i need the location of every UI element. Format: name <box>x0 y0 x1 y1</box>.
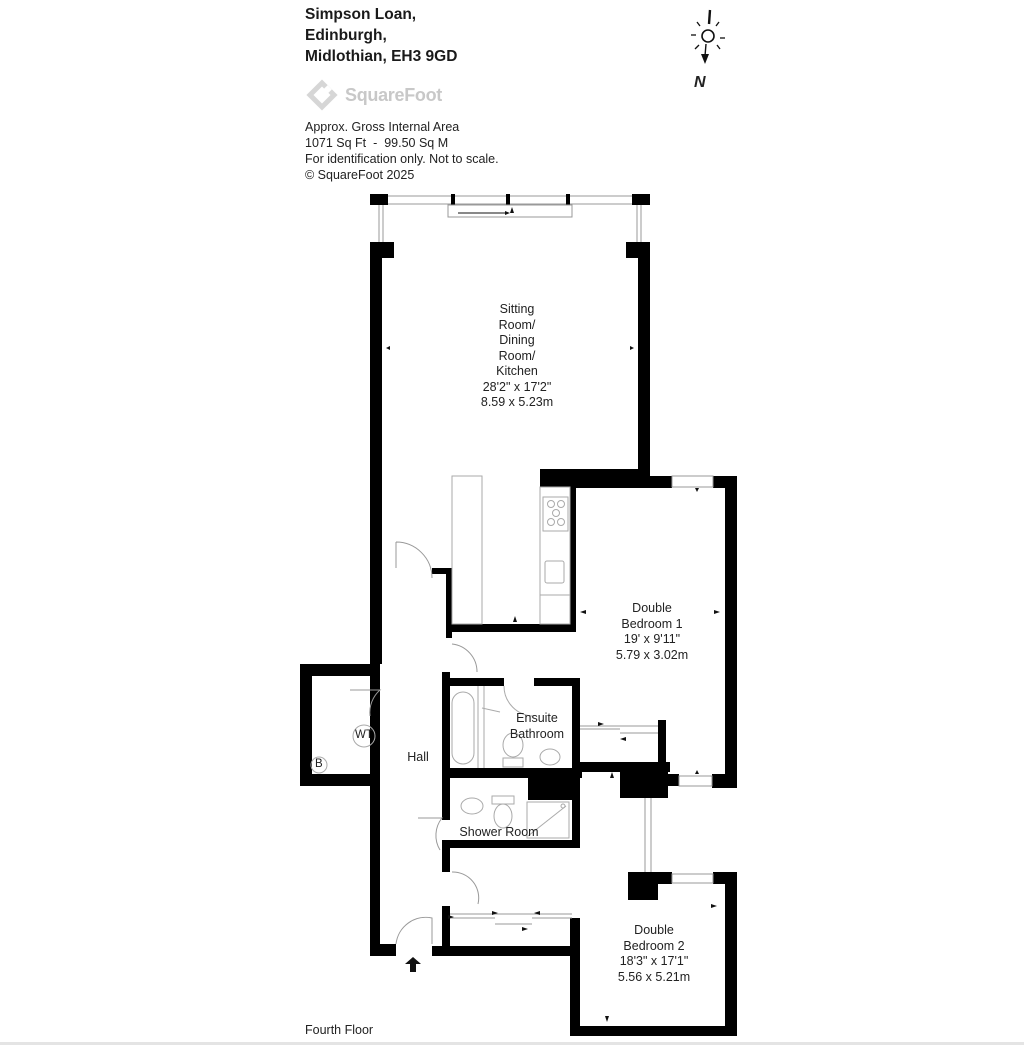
north-label: N <box>694 74 706 91</box>
top-windows <box>370 194 650 242</box>
shower-fixtures <box>460 795 570 839</box>
room-label-shower: Shower Room <box>459 825 539 839</box>
area-info: Approx. Gross Internal Area 1071 Sq Ft -… <box>305 119 499 183</box>
bottom-border <box>0 1042 1024 1045</box>
room-label-sitting: Sitting Room/ Dining Room/ Kitchen 28'2"… <box>480 302 554 409</box>
wardrobe-arrows <box>492 722 626 931</box>
walls <box>300 242 737 1036</box>
room-label-ensuite: Ensuite Bathroom <box>509 711 565 741</box>
address-line-3: Midlothian, EH3 9GD <box>305 48 458 65</box>
address-line-2: Edinburgh, <box>305 27 387 44</box>
kitchen-units <box>451 475 571 625</box>
windows <box>644 475 714 884</box>
water-tank-icon <box>352 724 376 748</box>
room-label-bedroom-2: Double Bedroom 2 18'3" x 17'1" 5.56 x 5.… <box>617 923 691 984</box>
brand-logo: SquareFoot <box>305 78 442 112</box>
address-line-1: Simpson Loan, <box>305 6 417 23</box>
entrance-arrow-icon <box>405 957 421 972</box>
area-title: Approx. Gross Internal Area <box>305 120 460 134</box>
address-block: Simpson Loan, Edinburgh, Midlothian, EH3… <box>305 4 457 67</box>
disclaimer: For identification only. Not to scale. <box>305 152 499 166</box>
water-tank-label: WT <box>355 729 373 741</box>
sun-compass-icon <box>691 9 725 64</box>
boiler-label: B <box>315 758 323 770</box>
doors <box>350 541 480 945</box>
ensuite-fixtures <box>451 685 561 768</box>
measure-markers <box>386 346 720 1022</box>
squarefoot-logo-icon <box>306 79 338 111</box>
copyright: © SquareFoot 2025 <box>305 168 415 182</box>
compass: N <box>688 4 728 94</box>
room-label-hall: Hall <box>407 750 429 764</box>
room-label-bedroom-1: Double Bedroom 1 19' x 9'11" 5.79 x 3.02… <box>615 601 689 662</box>
boiler-icon <box>310 756 328 774</box>
area-value: 1071 Sq Ft - 99.50 Sq M <box>305 136 449 150</box>
logo-text: SquareFoot <box>345 84 443 105</box>
wardrobes <box>450 725 658 925</box>
floor-label: Fourth Floor <box>305 1023 374 1037</box>
